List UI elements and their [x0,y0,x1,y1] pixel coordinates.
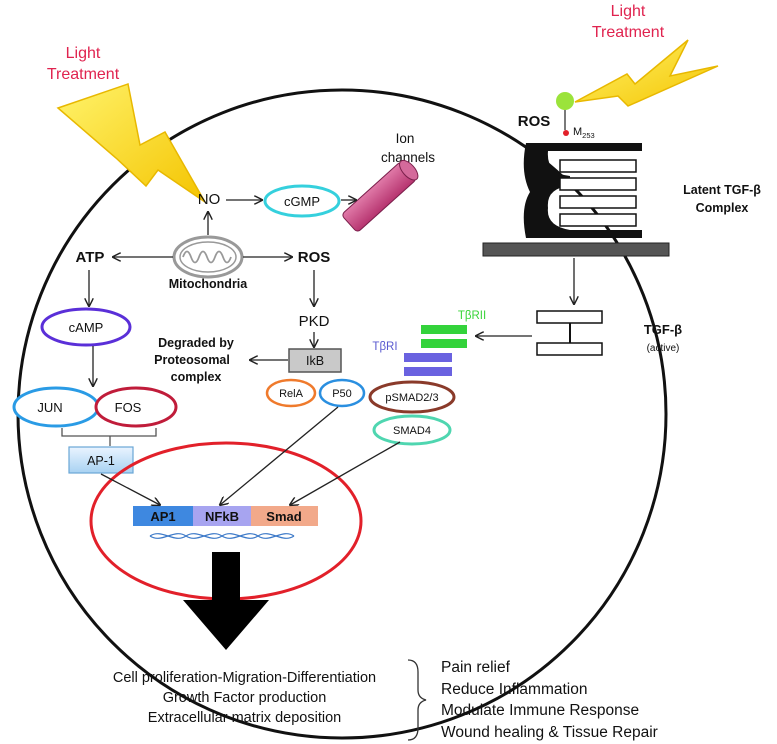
arrow-p50-to-nfkb [220,406,339,505]
ros-cell-label: ROS [298,249,331,266]
ikb-box [288,348,342,373]
active-tgfb-bar-top [536,310,603,324]
smad4-node [372,414,452,446]
output-right-item: Reduce Inflammation [441,680,588,698]
p50-label: P50 [332,388,352,400]
latent-label-line1: Latent TGF-β [683,183,761,197]
latent-bar-2 [559,177,637,191]
arrow-smad-to-nucleus [290,441,401,505]
tbri-receptor-bar-2 [404,367,452,376]
jun-fos-bracket [61,428,157,446]
tbrii-receptor-bar-2 [421,339,467,348]
ap1-gene-segment [133,506,193,526]
outputs-right-list: Pain relief Reduce Inflammation Modulate… [441,657,658,743]
tgfb-active-label: (active) [647,343,680,354]
latent-bar-3 [559,195,637,209]
ap1-complex-label: AP-1 [87,454,115,468]
arrow-ap1-to-nucleus [100,473,160,505]
light-treatment-left-line2: Treatment [47,66,120,83]
mitochondria-label: Mitochondria [169,277,249,291]
rela-node [265,378,317,408]
fos-node [94,386,178,428]
m253-label: M253 [573,126,595,140]
ros-sphere-icon [556,92,574,110]
psmad-label: pSMAD2/3 [385,392,438,404]
fos-label: FOS [115,400,142,415]
arrows [89,200,574,505]
tbrii-receptor-bar-1 [421,325,467,334]
output-left-item: Cell proliferation-Migration-Differentia… [112,670,377,686]
output-right-item: Modulate Immune Response [441,702,640,719]
latent-clamp-shape [523,143,642,238]
smad-gene-segment [251,506,318,526]
latent-base-bar [482,242,670,257]
latent-bar-4 [559,213,637,227]
big-down-arrow [183,552,269,650]
nucleus-nfkb-label: NFkB [205,509,239,524]
dna-helix-icon [149,533,295,539]
output-left-item: Extracellular matrix deposition [147,710,342,726]
output-right-item: Wound healing & Tissue Repair [441,723,658,741]
cgmp-node [263,184,341,218]
tbri-label: TβRI [372,341,397,353]
light-treatment-left-line1: Light [66,45,101,62]
lightning-bolt-left [56,83,206,203]
m253-dot-icon [563,130,569,136]
ros-right-label: ROS [518,113,551,130]
tgfb-label: TGF-β [644,322,682,337]
degraded-label-line2: Proteosomal [154,353,230,367]
light-treatment-right-line1: Light [611,3,646,20]
lightning-bolt-right [574,39,719,107]
ion-channel-icon [342,159,419,232]
outputs-left-list: Cell proliferation-Migration-Differentia… [72,668,417,728]
light-treatment-right-line2: Treatment [592,24,665,41]
active-tgfb-bar-bottom [536,342,603,356]
ion-channels-label-line1: Ion [396,131,415,146]
psmad-node [368,380,456,414]
no-label: NO [198,191,221,208]
rela-label: RelA [279,388,304,400]
latent-bar-1 [559,159,637,173]
degraded-label-line1: Degraded by [158,336,234,350]
camp-label: cAMP [69,320,104,335]
atp-label: ATP [76,249,105,266]
output-left-item: Growth Factor production [162,690,327,706]
ion-channels-label-line2: channels [381,150,435,165]
ap1-complex-box [68,446,134,474]
cgmp-label: cGMP [284,194,320,209]
latent-label-line2: Complex [696,201,749,215]
p50-node [318,378,366,408]
ikb-label: IkB [306,354,324,368]
smad4-label: SMAD4 [393,425,431,437]
nucleus-smad-label: Smad [266,509,301,524]
output-brace [407,659,427,741]
nucleus-ap1-label: AP1 [150,509,175,524]
pkd-label: PKD [299,313,330,330]
jun-label: JUN [37,400,62,415]
tbrii-label: TβRII [458,310,486,322]
nfkb-gene-segment [193,506,251,526]
camp-node [40,307,132,347]
tbri-receptor-bar-1 [404,353,452,362]
degraded-label-line3: complex [171,370,222,384]
output-right-item: Pain relief [441,659,510,676]
mitochondria-icon [172,235,244,279]
